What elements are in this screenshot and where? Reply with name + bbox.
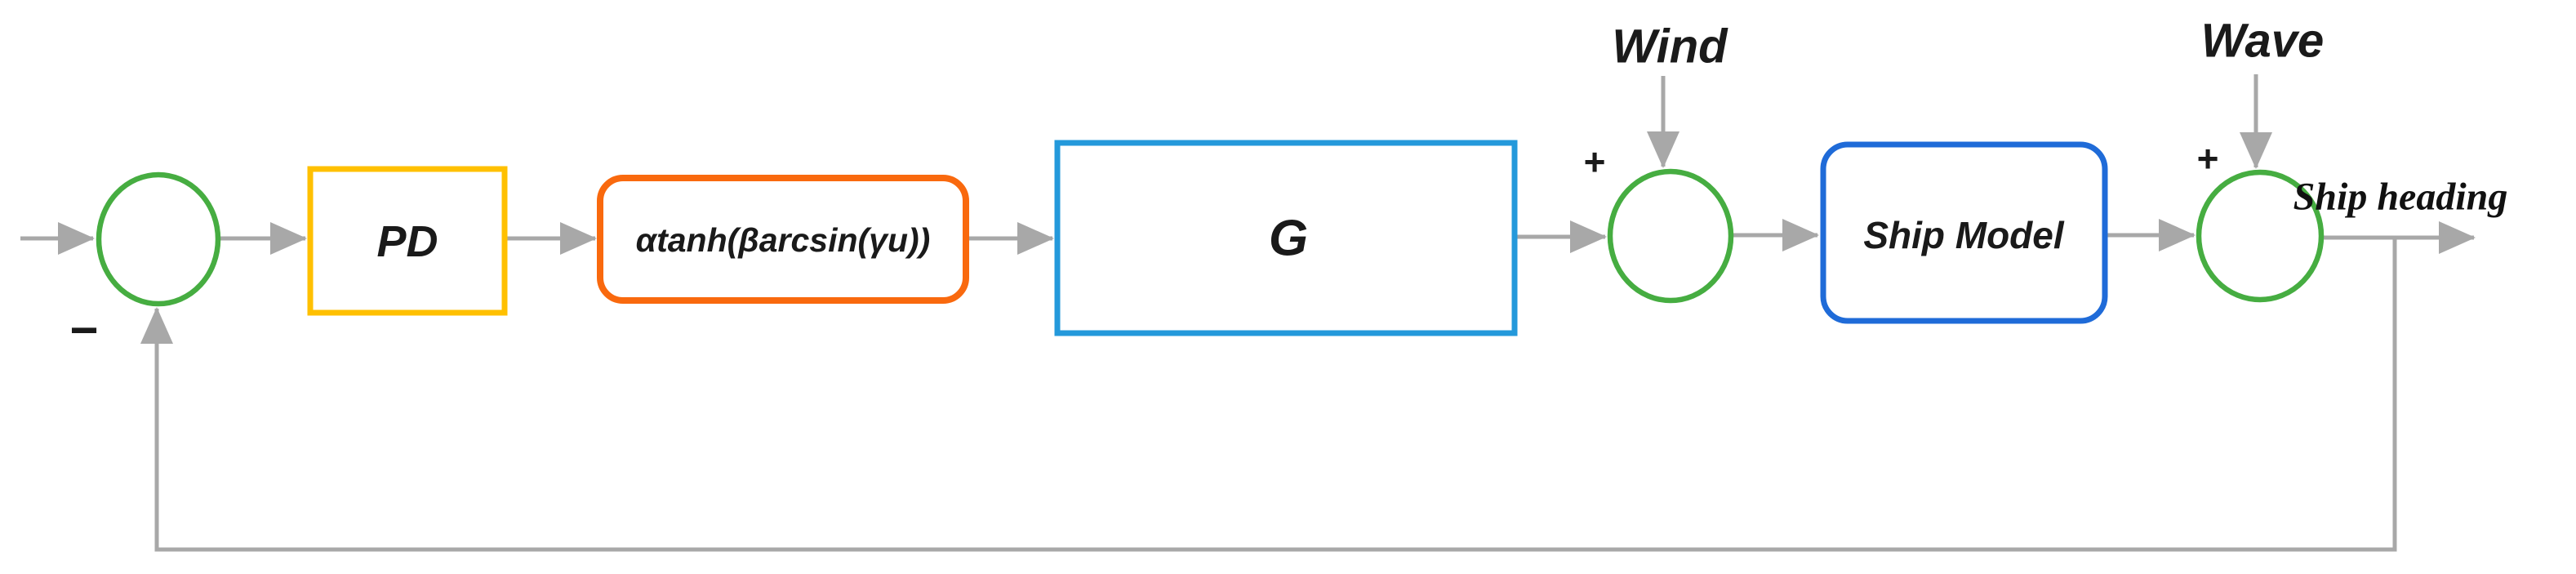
nonlinear-block: [597, 175, 969, 304]
wave-label: Wave: [2201, 15, 2324, 68]
g-block: [1054, 140, 1518, 336]
pd-block: [307, 166, 508, 316]
pd-label: PD: [376, 217, 438, 266]
wave-plus-sign: +: [2197, 137, 2219, 180]
summing-junction-wave: [2196, 169, 2325, 303]
ship-model-label: Ship Model: [1863, 214, 2065, 256]
feedback-path: [140, 238, 2397, 552]
wind-plus-sign: +: [1584, 140, 1606, 183]
ship-model-block: [1820, 141, 2108, 324]
ship-heading-output-label: Ship heading: [2293, 176, 2508, 219]
g-label: G: [1269, 211, 1308, 267]
wind-label: Wind: [1612, 20, 1728, 73]
feedback-minus-sign: −: [69, 303, 98, 358]
summing-junction-wind: [1607, 168, 1734, 304]
summing-junction-error: [96, 171, 221, 307]
nonlinear-label: αtanh(βarcsin(γu)): [636, 221, 931, 259]
